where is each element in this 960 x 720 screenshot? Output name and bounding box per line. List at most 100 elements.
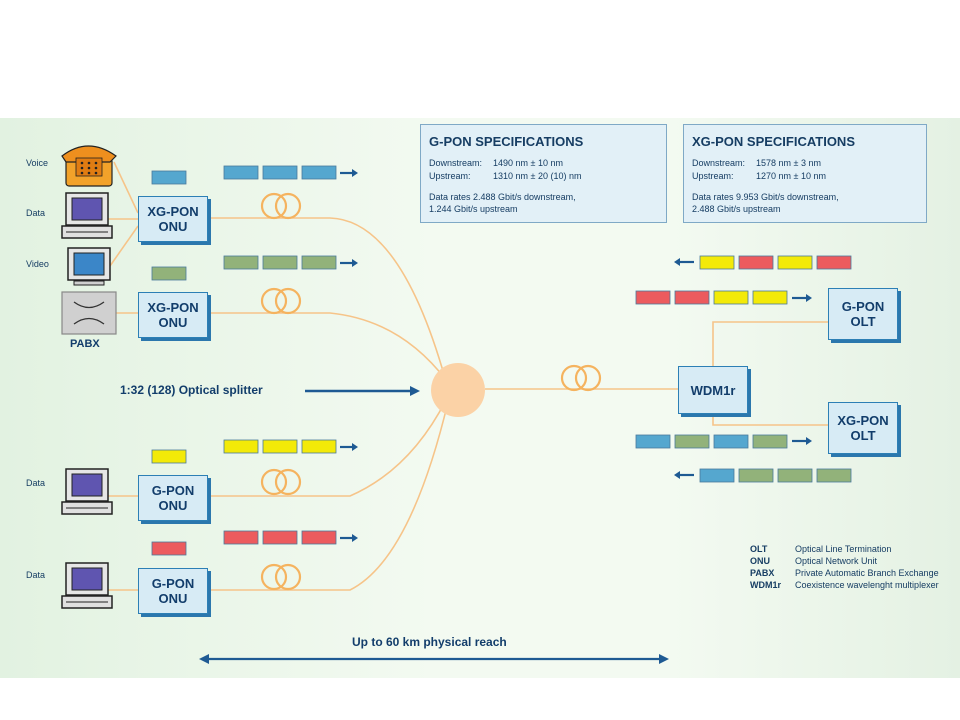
glossary-text: Optical Network Unit [795,556,878,566]
glossary-abbr: OLT [750,544,768,554]
flow-arrow-head [352,169,358,177]
wavelength-block [151,170,187,185]
fiber-coil-icon [260,563,302,591]
reach-label: Up to 60 km physical reach [352,635,507,649]
wavelength-block [223,255,259,270]
fiber-line [712,321,828,374]
fiber-line [207,312,447,381]
device-label: Data [26,570,46,580]
spec-up-label: Upstream: [429,171,471,181]
wdm-box: WDM1r [678,366,748,414]
fiber-coil-icon [260,468,302,496]
spec-down-label: Downstream: [692,158,746,168]
wavelength-block [262,530,298,545]
device-label: Data [26,478,46,488]
spec-down-value: 1578 nm ± 3 nm [756,158,821,168]
wavelength-block [223,530,259,545]
wavelength-block [151,541,187,556]
wavelength-block [301,255,337,270]
computer-icon [61,562,113,609]
spec-down-value: 1490 nm ± 10 nm [493,158,563,168]
wavelength-block [301,165,337,180]
reach-arrow-right [659,654,669,664]
flow-arrow-head [352,534,358,542]
wavelength-block [635,434,671,449]
wavelength-block [699,468,735,483]
device-link-line [113,161,139,214]
wavelength-block [713,434,749,449]
wavelength-block [262,439,298,454]
flow-arrow-head [352,259,358,267]
spec-rate: Data rates 9.953 Gbit/s downstream, [692,192,839,202]
wavelength-block [301,530,337,545]
wavelength-block [262,255,298,270]
computer-icon [61,192,113,239]
glossary-abbr: WDM1r [750,580,781,590]
wavelength-block [262,165,298,180]
spec-up-label: Upstream: [692,171,734,181]
pabx-icon [61,291,117,335]
spec-rate: 1.244 Gbit/s upstream [429,204,518,214]
wavelength-block [738,255,774,270]
wavelength-block [752,434,788,449]
splitter-icon [431,363,485,417]
glossary-abbr: ONU [750,556,770,566]
wavelength-block [223,439,259,454]
glossary-text: Optical Line Termination [795,544,892,554]
device-label: Data [26,208,46,218]
fiber-coil-icon [260,287,302,315]
device-label: Video [26,259,49,269]
glossary-text: Private Automatic Branch Exchange [795,568,939,578]
splitter-label: 1:32 (128) Optical splitter [120,383,263,397]
flow-arrow-head [806,294,812,302]
pabx-label: PABX [70,338,100,350]
splitter-arrow-head [410,386,420,396]
telephone-icon [61,145,117,187]
fiber-line [712,412,828,426]
wavelength-block [301,439,337,454]
wavelength-block [223,165,259,180]
fiber-coil-icon [560,364,602,392]
spec-down-label: Downstream: [429,158,483,168]
reach-arrow-left [199,654,209,664]
fiber-coil-icon [260,192,302,220]
flow-arrow-head [674,258,680,266]
computer-icon [67,247,111,286]
computer-icon [61,468,113,515]
spec-title: G-PON SPECIFICATIONS [429,134,584,149]
wavelength-blocks [151,165,852,556]
wavelength-block [816,255,852,270]
spec-up-value: 1270 nm ± 10 nm [756,171,826,181]
wavelength-block [816,468,852,483]
flow-arrow-head [806,437,812,445]
spec-rate: 2.488 Gbit/s upstream [692,204,781,214]
wavelength-block [738,468,774,483]
gpon-spec-panel: G-PON SPECIFICATIONS Downstream: 1490 nm… [420,124,667,223]
wavelength-block [777,255,813,270]
wavelength-block [777,468,813,483]
fiber-line [207,217,446,379]
wavelength-block [674,290,710,305]
flow-arrow-head [352,443,358,451]
glossary-abbr: PABX [750,568,775,578]
wavelength-block [151,449,187,464]
xgpon-spec-panel: XG-PON SPECIFICATIONS Downstream: 1578 n… [683,124,927,223]
glossary-text: Coexistence wavelenght multiplexer [795,580,939,590]
wavelength-block [151,266,187,281]
wavelength-block [713,290,749,305]
device-link-line [109,225,139,267]
wavelength-block [635,290,671,305]
flow-arrow-head [674,471,680,479]
wavelength-block [699,255,735,270]
fiber-line [207,399,447,497]
wavelength-block [674,434,710,449]
spec-rate: Data rates 2.488 Gbit/s downstream, [429,192,576,202]
device-label: Voice [26,158,49,168]
